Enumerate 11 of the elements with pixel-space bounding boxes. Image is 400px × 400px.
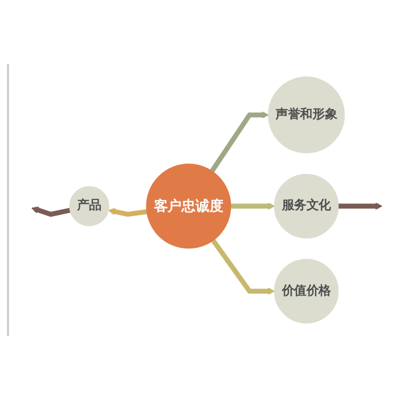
arrow bbox=[31, 206, 71, 217]
circle-node: 价值价格 bbox=[274, 258, 339, 324]
circle-node: 产品 bbox=[69, 186, 110, 226]
circle-node: 客户忠诚度 bbox=[146, 164, 232, 249]
arrow bbox=[108, 208, 148, 217]
arrow bbox=[211, 238, 275, 295]
circle-node: 服务文化 bbox=[274, 174, 339, 238]
circle-node: 声誉和形象 bbox=[268, 76, 345, 154]
arrow bbox=[230, 202, 275, 210]
arrow bbox=[210, 111, 269, 172]
arrow bbox=[338, 202, 382, 210]
